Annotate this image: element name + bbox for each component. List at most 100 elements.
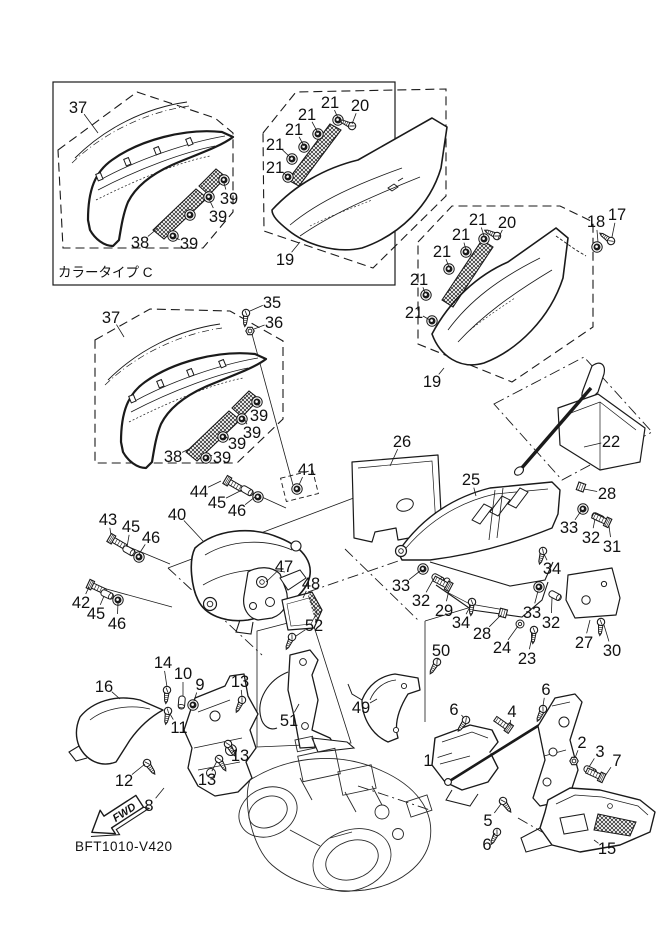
leader-line <box>155 787 165 799</box>
part-callout-20: 20 <box>498 214 516 232</box>
leader-line <box>169 713 174 720</box>
part-callout-43: 43 <box>99 511 117 529</box>
part-callout-48: 48 <box>302 575 320 593</box>
part-callout-46: 46 <box>108 615 126 633</box>
part-callout-19: 19 <box>423 373 441 391</box>
leader-line <box>592 518 596 529</box>
part-callout-38: 38 <box>131 234 149 252</box>
leader-line <box>488 614 502 628</box>
part-callout-33: 33 <box>560 519 578 537</box>
part-callout-51: 51 <box>280 712 298 730</box>
leader-line <box>111 691 121 700</box>
leader-line <box>509 719 512 727</box>
leader-line <box>438 367 445 375</box>
leader-line <box>611 222 616 238</box>
leader-line <box>131 763 146 775</box>
grommet-icon <box>533 581 545 593</box>
leader-line <box>463 242 467 251</box>
part-callout-13: 13 <box>231 747 249 765</box>
part-callout-46: 46 <box>142 529 160 547</box>
part-callout-20: 20 <box>351 97 369 115</box>
leader-line <box>116 324 125 338</box>
leader-line <box>295 629 306 637</box>
leader-line <box>109 527 112 536</box>
part-callout-32: 32 <box>582 529 600 547</box>
pedal-bracket-51 <box>259 649 356 753</box>
part-callout-46: 46 <box>228 502 246 520</box>
part-callout-21: 21 <box>321 94 339 112</box>
stay-bracket-22 <box>513 362 646 476</box>
part-callout-28: 28 <box>598 485 616 503</box>
part-callout-44: 44 <box>190 483 208 501</box>
part-callout-32: 32 <box>412 592 430 610</box>
grommet-icon <box>577 503 589 515</box>
part-callout-39: 39 <box>213 449 231 467</box>
part-callout-38: 38 <box>164 448 182 466</box>
part-callout-17: 17 <box>608 206 626 224</box>
leader-line <box>282 172 288 177</box>
leader-line <box>193 692 198 702</box>
part-callout-24: 24 <box>493 639 511 657</box>
part-callout-6: 6 <box>482 836 491 854</box>
grommet-icon <box>187 699 199 711</box>
collar-icon <box>177 695 186 710</box>
leader-line <box>240 689 243 698</box>
leader-line <box>225 436 229 440</box>
leader-line <box>497 229 503 240</box>
plate-27 <box>565 567 621 619</box>
collar-icon <box>547 589 563 603</box>
leader-line <box>223 182 227 190</box>
guard-bracket-49 <box>347 673 421 743</box>
part-callout-32: 32 <box>542 614 560 632</box>
leader-line <box>551 597 553 614</box>
part-callout-39: 39 <box>243 424 261 442</box>
leader-line <box>507 625 519 641</box>
under-cover-15 <box>520 787 656 853</box>
part-callout-45: 45 <box>87 605 105 623</box>
leader-line <box>351 113 357 125</box>
grommet-icon <box>591 241 603 253</box>
part-callout-19: 19 <box>276 251 294 269</box>
grommet-icon <box>417 563 429 575</box>
leader-line <box>207 480 222 488</box>
leader-line <box>147 227 159 237</box>
leader-line <box>369 698 378 704</box>
part-callout-11: 11 <box>170 719 187 737</box>
part-callout-21: 21 <box>266 136 284 154</box>
part-callout-52: 52 <box>305 617 323 635</box>
screw-icon <box>141 757 159 777</box>
leader-line <box>244 419 248 425</box>
part-callout-23: 23 <box>518 650 536 668</box>
color-type-caption: カラータイプ C <box>58 265 153 280</box>
leader-line <box>298 136 305 147</box>
leader-line <box>534 590 539 604</box>
side-panel-19-top <box>271 114 448 251</box>
part-callout-7: 7 <box>612 752 621 770</box>
leader-line <box>265 571 277 583</box>
leader-line <box>574 750 579 759</box>
side-cover-16 <box>68 697 164 765</box>
leader-line <box>437 752 453 758</box>
part-callout-3: 3 <box>595 743 604 761</box>
part-callout-39: 39 <box>250 407 268 425</box>
part-callout-21: 21 <box>410 271 428 289</box>
leader-line <box>588 758 595 768</box>
leader-line <box>461 714 465 719</box>
part-callout-2: 2 <box>577 734 586 752</box>
part-callout-47: 47 <box>275 558 293 576</box>
cover-1 <box>431 724 499 807</box>
part-callout-21: 21 <box>433 243 451 261</box>
part-callout-28: 28 <box>473 625 491 643</box>
leader-line <box>291 241 301 253</box>
dashed-outline-boxes <box>57 88 594 503</box>
part-callout-16: 16 <box>95 678 113 696</box>
leader-line <box>126 534 130 548</box>
leader-line <box>408 570 421 580</box>
leader-line <box>293 703 300 713</box>
leader-line <box>244 496 256 506</box>
part-callout-18: 18 <box>587 213 605 231</box>
leader-line <box>465 604 472 615</box>
screw-icon <box>161 685 172 705</box>
part-callout-37: 37 <box>102 309 120 327</box>
